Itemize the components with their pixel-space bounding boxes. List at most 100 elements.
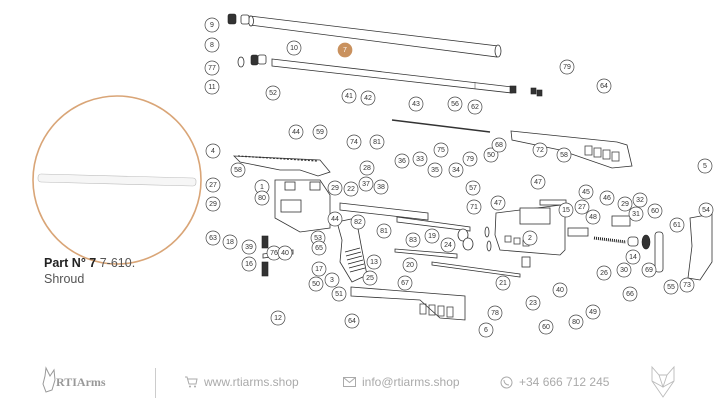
callout-14[interactable]: 14 bbox=[625, 249, 641, 265]
callout-37[interactable]: 37 bbox=[358, 176, 374, 192]
callout-81[interactable]: 81 bbox=[369, 134, 385, 150]
callout-67[interactable]: 67 bbox=[397, 275, 413, 291]
callout-60[interactable]: 60 bbox=[647, 203, 663, 219]
callout-number: 33 bbox=[416, 156, 424, 163]
callout-3[interactable]: 3 bbox=[324, 272, 340, 288]
callout-8[interactable]: 8 bbox=[204, 37, 220, 53]
callout-39[interactable]: 39 bbox=[241, 239, 257, 255]
callout-56[interactable]: 56 bbox=[447, 96, 463, 112]
callout-17[interactable]: 17 bbox=[311, 261, 327, 277]
callout-79[interactable]: 79 bbox=[462, 151, 478, 167]
callout-13[interactable]: 13 bbox=[366, 254, 382, 270]
callout-27[interactable]: 27 bbox=[205, 177, 221, 193]
callout-10[interactable]: 10 bbox=[286, 40, 302, 56]
callout-48[interactable]: 48 bbox=[585, 209, 601, 225]
callout-45[interactable]: 45 bbox=[578, 184, 594, 200]
callout-52[interactable]: 52 bbox=[265, 85, 281, 101]
callout-33[interactable]: 33 bbox=[412, 151, 428, 167]
callout-50[interactable]: 50 bbox=[308, 276, 324, 292]
callout-11[interactable]: 11 bbox=[204, 79, 220, 95]
website-text: www.rtiarms.shop bbox=[204, 375, 299, 389]
callout-47[interactable]: 47 bbox=[490, 195, 506, 211]
callout-65[interactable]: 65 bbox=[311, 240, 327, 256]
callout-7[interactable]: 7 bbox=[337, 42, 353, 58]
callout-75[interactable]: 75 bbox=[433, 142, 449, 158]
callout-40[interactable]: 40 bbox=[552, 282, 568, 298]
callout-82[interactable]: 82 bbox=[350, 214, 366, 230]
callout-2[interactable]: 2 bbox=[522, 230, 538, 246]
callout-31[interactable]: 31 bbox=[628, 206, 644, 222]
callout-41[interactable]: 41 bbox=[341, 88, 357, 104]
callout-44[interactable]: 44 bbox=[327, 211, 343, 227]
callout-63[interactable]: 63 bbox=[205, 230, 221, 246]
callout-66[interactable]: 66 bbox=[622, 286, 638, 302]
callout-78[interactable]: 78 bbox=[487, 305, 503, 321]
callout-77[interactable]: 77 bbox=[204, 60, 220, 76]
callout-73[interactable]: 73 bbox=[679, 277, 695, 293]
callout-30[interactable]: 30 bbox=[616, 262, 632, 278]
callout-35[interactable]: 35 bbox=[427, 162, 443, 178]
callout-29[interactable]: 29 bbox=[205, 196, 221, 212]
callout-16[interactable]: 16 bbox=[241, 256, 257, 272]
callout-42[interactable]: 42 bbox=[360, 90, 376, 106]
callout-number: 51 bbox=[335, 291, 343, 298]
callout-64[interactable]: 64 bbox=[596, 78, 612, 94]
callout-36[interactable]: 36 bbox=[394, 153, 410, 169]
callout-34[interactable]: 34 bbox=[448, 162, 464, 178]
callout-15[interactable]: 15 bbox=[558, 202, 574, 218]
callout-21[interactable]: 21 bbox=[495, 275, 511, 291]
callout-60[interactable]: 60 bbox=[538, 319, 554, 335]
shroud-part[interactable] bbox=[248, 15, 502, 58]
callout-46[interactable]: 46 bbox=[599, 190, 615, 206]
callout-5[interactable]: 5 bbox=[697, 158, 713, 174]
callout-4[interactable]: 4 bbox=[205, 143, 221, 159]
callout-9[interactable]: 9 bbox=[204, 17, 220, 33]
callout-80[interactable]: 80 bbox=[254, 190, 270, 206]
callout-number: 9 bbox=[210, 22, 214, 29]
callout-62[interactable]: 62 bbox=[467, 99, 483, 115]
callout-24[interactable]: 24 bbox=[440, 237, 456, 253]
callout-19[interactable]: 19 bbox=[424, 228, 440, 244]
callout-61[interactable]: 61 bbox=[669, 217, 685, 233]
callout-18[interactable]: 18 bbox=[222, 234, 238, 250]
callout-71[interactable]: 71 bbox=[466, 199, 482, 215]
callout-64[interactable]: 64 bbox=[344, 313, 360, 329]
phone-link[interactable]: +34 666 712 245 bbox=[500, 375, 609, 389]
callout-83[interactable]: 83 bbox=[405, 232, 421, 248]
callout-50[interactable]: 50 bbox=[483, 147, 499, 163]
callout-81[interactable]: 81 bbox=[376, 223, 392, 239]
callout-20[interactable]: 20 bbox=[402, 257, 418, 273]
callout-59[interactable]: 59 bbox=[312, 124, 328, 140]
callout-29[interactable]: 29 bbox=[327, 180, 343, 196]
callout-44[interactable]: 44 bbox=[288, 124, 304, 140]
callout-58[interactable]: 58 bbox=[556, 147, 572, 163]
callout-32[interactable]: 32 bbox=[632, 192, 648, 208]
callout-27[interactable]: 27 bbox=[574, 199, 590, 215]
callout-80[interactable]: 80 bbox=[568, 314, 584, 330]
callout-68[interactable]: 68 bbox=[491, 137, 507, 153]
callout-40[interactable]: 40 bbox=[277, 245, 293, 261]
email-link[interactable]: info@rtiarms.shop bbox=[343, 375, 460, 389]
callout-26[interactable]: 26 bbox=[596, 265, 612, 281]
callout-38[interactable]: 38 bbox=[373, 179, 389, 195]
callout-47[interactable]: 47 bbox=[530, 174, 546, 190]
callout-57[interactable]: 57 bbox=[465, 180, 481, 196]
callout-58[interactable]: 58 bbox=[230, 162, 246, 178]
callout-54[interactable]: 54 bbox=[698, 202, 714, 218]
callout-74[interactable]: 74 bbox=[346, 134, 362, 150]
callout-69[interactable]: 69 bbox=[641, 262, 657, 278]
callout-55[interactable]: 55 bbox=[663, 279, 679, 295]
callout-49[interactable]: 49 bbox=[585, 304, 601, 320]
callout-25[interactable]: 25 bbox=[362, 270, 378, 286]
callout-12[interactable]: 12 bbox=[270, 310, 286, 326]
callout-72[interactable]: 72 bbox=[532, 142, 548, 158]
callout-28[interactable]: 28 bbox=[359, 160, 375, 176]
callout-22[interactable]: 22 bbox=[343, 181, 359, 197]
callout-79[interactable]: 79 bbox=[559, 59, 575, 75]
callout-51[interactable]: 51 bbox=[331, 286, 347, 302]
website-link[interactable]: www.rtiarms.shop bbox=[184, 375, 299, 389]
callout-6[interactable]: 6 bbox=[478, 322, 494, 338]
callout-29[interactable]: 29 bbox=[617, 196, 633, 212]
callout-23[interactable]: 23 bbox=[525, 295, 541, 311]
callout-43[interactable]: 43 bbox=[408, 96, 424, 112]
